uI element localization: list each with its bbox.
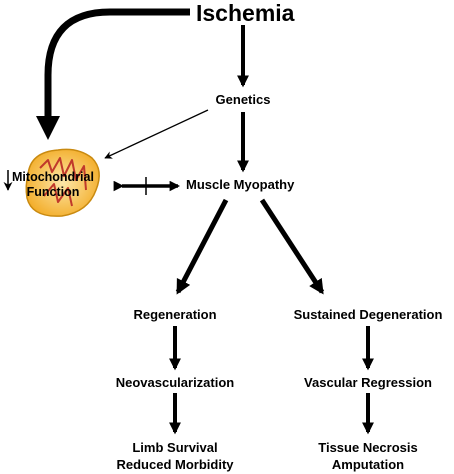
limb-survival-line1: Limb Survival [132, 440, 218, 455]
node-sustained-degeneration: Sustained Degeneration [293, 307, 443, 322]
tissue-necrosis-line1: Tissue Necrosis [318, 440, 418, 455]
myopathy-to-degeneration-arrow [259, 198, 325, 295]
node-genetics: Genetics [215, 92, 271, 107]
node-mitochondrial-function: Mitochondrial Function [10, 170, 96, 200]
node-limb-survival: Limb Survival Reduced Morbidity [116, 439, 233, 473]
title-ischemia: Ischemia [196, 0, 295, 26]
limb-survival-line2: Reduced Morbidity [116, 457, 234, 472]
node-regeneration: Regeneration [133, 307, 217, 322]
mitochondrial-label-line2: Function [26, 185, 80, 199]
genetics-to-mitochondria-arrow [104, 109, 209, 159]
node-neovascularization: Neovascularization [115, 375, 235, 390]
mitochondrial-label-line1: Mitochondrial [12, 170, 94, 184]
ischemia-to-mitochondria-arrow [44, 8, 190, 118]
node-vascular-regression: Vascular Regression [304, 375, 432, 390]
myopathy-to-regeneration-arrow [175, 198, 229, 295]
node-muscle-myopathy: Muscle Myopathy [186, 177, 295, 192]
tissue-necrosis-line2: Amputation [331, 457, 405, 472]
ischemia-to-mitochondria-arrowhead [36, 116, 60, 140]
node-tissue-necrosis: Tissue Necrosis Amputation [318, 439, 417, 473]
mitochondrion-icon [25, 148, 100, 217]
